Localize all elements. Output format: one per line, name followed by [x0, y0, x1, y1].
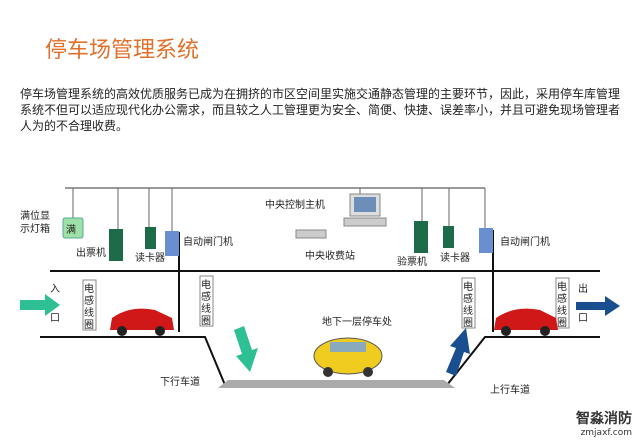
svg-text:感: 感 — [557, 292, 567, 305]
computer-keyboard — [343, 217, 387, 227]
up-lane-label: 上行车道 — [490, 383, 530, 396]
basement-floor — [218, 380, 455, 388]
car-exit — [494, 308, 558, 336]
page-title: 停车场管理系统 — [45, 38, 200, 63]
up-lane-arrow-icon — [446, 328, 470, 376]
svg-text:线: 线 — [463, 304, 473, 317]
down-lane-arrow-icon — [234, 326, 258, 372]
exit-label-2: 口 — [578, 313, 588, 324]
entrance-arrow-icon — [20, 294, 60, 316]
gate-right-label: 自动闸门机 — [500, 235, 550, 248]
watermark-name: 智淼消防 — [576, 411, 632, 427]
central-station-label: 中央收费站 — [305, 249, 355, 262]
entrance-label-1: 入 — [50, 284, 60, 295]
svg-text:电: 电 — [201, 278, 211, 291]
basement-label: 地下一层停车处 — [322, 315, 392, 328]
card-reader-right — [443, 226, 454, 248]
ticket-checker-label: 验票机 — [397, 255, 427, 268]
svg-text:圈: 圈 — [84, 319, 94, 331]
svg-text:感: 感 — [84, 294, 94, 307]
svg-text:电: 电 — [84, 282, 94, 295]
exit-arrow-icon — [576, 296, 620, 316]
ticket-checker — [414, 221, 428, 253]
entrance-label-2: 口 — [50, 313, 60, 324]
svg-text:圈: 圈 — [463, 317, 473, 329]
exit-label-1: 出 — [578, 282, 588, 295]
full-sign-box — [62, 217, 84, 239]
full-char: 满 — [66, 224, 76, 236]
svg-text:圈: 圈 — [201, 315, 211, 327]
svg-text:电: 电 — [463, 280, 473, 293]
watermark: 智淼消防 zmjaxf.com — [576, 408, 632, 438]
svg-text:线: 线 — [84, 306, 94, 319]
svg-text:线: 线 — [201, 302, 211, 315]
svg-text:圈: 圈 — [557, 317, 567, 329]
svg-text:感: 感 — [463, 292, 473, 305]
full-sign-label-1: 满位显 — [20, 209, 50, 222]
card-reader-right-label: 读卡器 — [440, 251, 470, 264]
ticket-machine — [109, 229, 123, 261]
down-lane-label: 下行车道 — [160, 375, 200, 388]
svg-text:感: 感 — [201, 290, 211, 303]
central-host-label: 中央控制主机 — [265, 198, 325, 211]
ticket-machine-label: 出票机 — [76, 246, 106, 259]
gate-left-label: 自动闸门机 — [183, 235, 233, 248]
full-sign-label-2: 示灯箱 — [20, 222, 50, 235]
card-reader-left — [145, 227, 156, 249]
gate-machine-right — [479, 228, 493, 253]
svg-text:电: 电 — [557, 280, 567, 293]
svg-text:线: 线 — [557, 304, 567, 317]
car-basement — [313, 337, 383, 377]
watermark-url: zmjaxf.com — [580, 428, 632, 438]
card-reader-left-label: 读卡器 — [135, 251, 165, 264]
gate-machine-left — [165, 231, 179, 256]
description: 停车场管理系统的高效优质服务已成为在拥挤的市区空间里实施交通静态管理的主要环节，… — [20, 87, 621, 133]
printer — [295, 229, 327, 239]
car-entrance — [110, 308, 174, 336]
